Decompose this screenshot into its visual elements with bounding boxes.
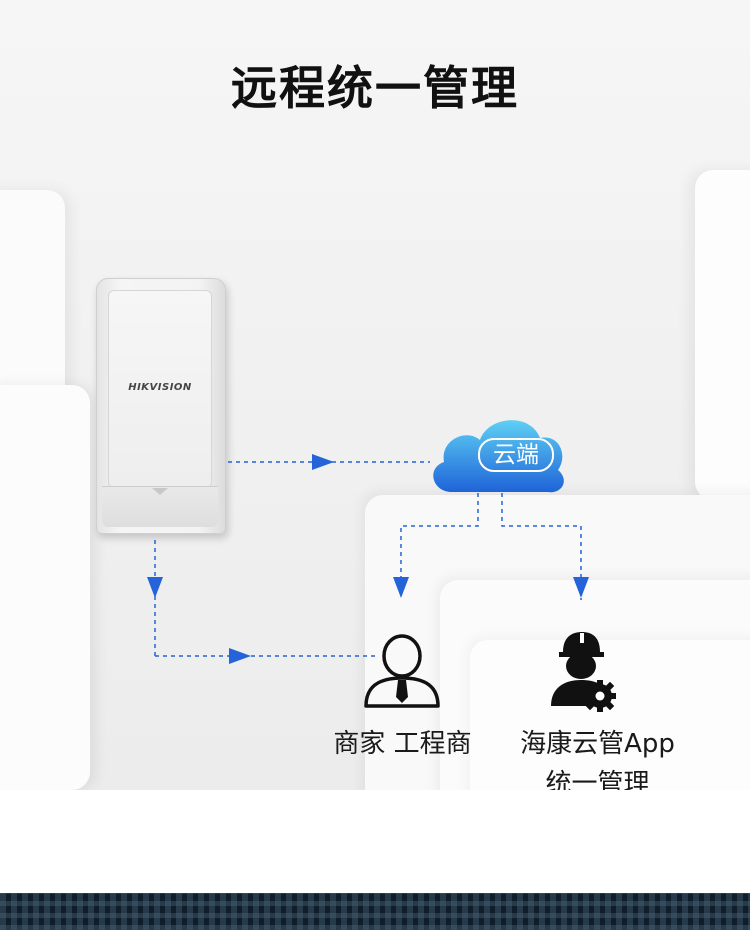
app-label: 海康云管App 统一管理 [495,724,700,790]
arrow-icon [573,577,589,598]
merchant-person-icon [364,634,440,708]
diagram-connectors [147,420,616,712]
device-image: HIKVISION [96,278,226,536]
arrow-icon [393,577,409,598]
connector-cloud-app [501,493,582,600]
merchant-label-text: 商家 工程商 [333,729,472,759]
engineer-gear-icon [551,632,616,712]
arrow-icon [147,577,163,598]
arrow-icon [312,454,334,470]
background-panel [0,385,90,790]
app-label-line2: 统一管理 [545,769,650,790]
background-panel [695,170,750,500]
arrow-icon [229,648,251,664]
background-panel [470,640,750,790]
page-title: 远程统一管理 [231,61,519,115]
device-brand-label: HIKVISION [128,382,192,393]
diagram-canvas: 远程统一管理 HIKVISION [0,0,750,790]
app-label-line1: 海康云管App [520,729,675,759]
footer-pattern-bar [0,893,750,930]
device-notch [152,488,168,495]
device-face [108,290,212,488]
merchant-label: 商家 工程商 [310,724,495,764]
cloud-label: 云端 [478,438,554,472]
connector-cloud-merchant [400,493,479,600]
